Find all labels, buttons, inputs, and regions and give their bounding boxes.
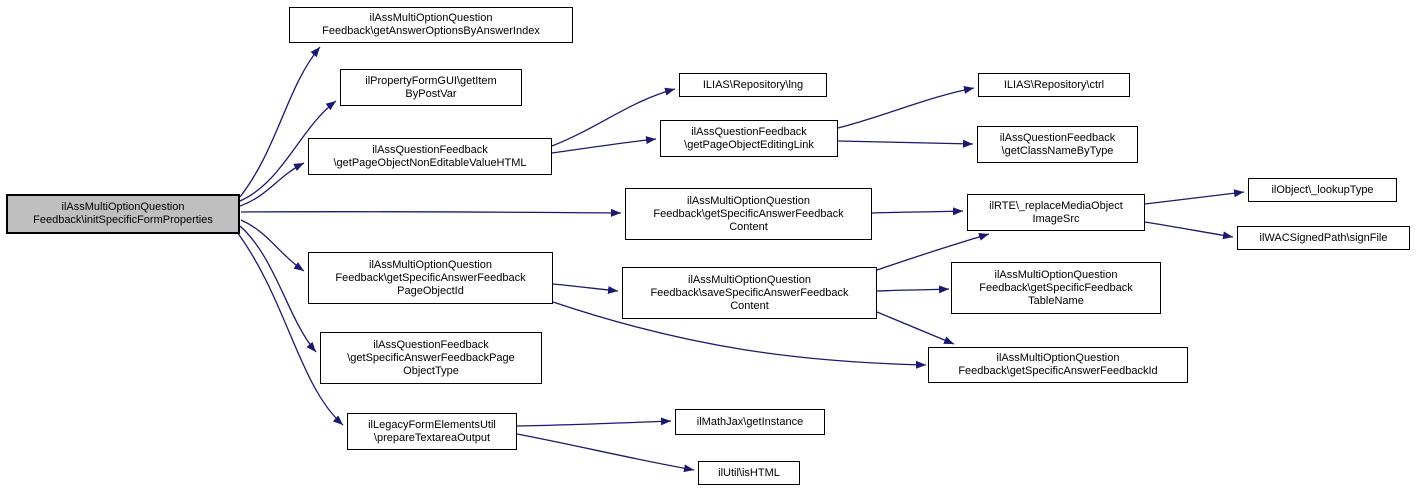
node-label-line: Feedback\getSpecificFeedback — [979, 281, 1133, 294]
node-label-line: ilAssMultiOptionQuestion — [369, 258, 492, 271]
node-label-line: ilUtil\isHTML — [718, 466, 780, 479]
node-label-line: \getPageObjectEditingLink — [684, 138, 814, 151]
node-get-specific-answer-feedback-page-object-type[interactable]: ilAssQuestionFeedback \getSpecificAnswer… — [320, 332, 542, 384]
edge-init-to-get-specific-answer-feedback-content — [240, 208, 622, 217]
node-get-page-object-editing-link[interactable]: ilAssQuestionFeedback \getPageObjectEdit… — [660, 120, 838, 157]
node-label-line: ILIAS\Repository\lng — [702, 78, 804, 91]
node-label-line: PageObjectId — [397, 284, 464, 297]
node-label-line: ilAssQuestionFeedback — [691, 125, 807, 138]
edge-prepare-textarea-to-is-html — [516, 433, 695, 473]
edge-replace-media-to-sign-file — [1144, 221, 1234, 240]
edge-get-content-to-replace-media-object — [871, 207, 964, 216]
node-label-line: ByPostVar — [405, 87, 457, 100]
node-label-line: ilAssMultiOptionQuestion — [996, 352, 1120, 364]
edge-save-content-to-get-feedback-id — [876, 311, 955, 345]
edge-save-content-to-table-name — [876, 285, 950, 294]
node-sign-file[interactable]: ilWACSignedPath\signFile — [1237, 226, 1410, 250]
node-get-page-object-non-editable-value-html[interactable]: ilAssQuestionFeedback \getPageObjectNonE… — [308, 138, 552, 175]
node-label-line: ILIAS\Repository\ctrl — [1003, 78, 1105, 91]
node-label-line: ObjectType — [403, 364, 459, 377]
node-get-specific-answer-feedback-page-object-id[interactable]: ilAssMultiOptionQuestion Feedback\getSpe… — [308, 252, 553, 304]
node-label-line: Feedback\initSpecificFormProperties — [33, 214, 213, 226]
edge-page-object-id-to-get-feedback-id — [552, 301, 927, 369]
node-label-line: ilAssMultiOptionQuestion — [61, 201, 185, 213]
edge-replace-media-to-lookup-type — [1144, 189, 1245, 205]
node-get-specific-answer-feedback-content[interactable]: ilAssMultiOptionQuestion Feedback\getSpe… — [625, 188, 872, 240]
node-label-line: ilAssQuestionFeedback — [999, 131, 1116, 144]
node-label-line: \getSpecificAnswerFeedbackPage — [347, 351, 515, 364]
node-get-class-name-by-type[interactable]: ilAssQuestionFeedback \getClassNameByTyp… — [977, 126, 1138, 163]
node-is-html[interactable]: ilUtil\isHTML — [698, 461, 800, 485]
edge-editing-link-to-ctrl — [837, 85, 975, 129]
node-label-line: ilLegacyFormElementsUtil — [368, 418, 496, 431]
node-label-line: Feedback\getSpecificAnswerFeedback — [335, 271, 526, 284]
edge-init-to-get-item-by-post-var — [239, 100, 337, 202]
edge-init-to-get-specific-answer-feedback-page-object-type — [239, 225, 317, 353]
edge-init-to-prepare-textarea-output — [236, 231, 344, 426]
edge-prepare-textarea-to-mathjax — [516, 417, 672, 427]
node-label-line: \getPageObjectNonEditableValueHTML — [333, 156, 527, 169]
node-label-line: ilAssMultiOptionQuestion — [688, 273, 811, 286]
node-prepare-textarea-output[interactable]: ilLegacyFormElementsUtil \prepareTextare… — [347, 413, 517, 450]
node-label-line: ilAssMultiOptionQuestion — [369, 12, 493, 24]
node-label-line: ImageSrc — [1032, 212, 1080, 225]
node-label-line: Feedback\getSpecificAnswerFeedbackId — [958, 365, 1158, 377]
node-label-line: ilAssQuestionFeedback — [372, 143, 488, 156]
node-label-line: Feedback\saveSpecificAnswerFeedback — [650, 286, 849, 299]
edge-page-object-id-to-save-content — [552, 283, 619, 294]
edge-non-editable-to-editing-link — [551, 136, 657, 154]
node-ilias-repository-ctrl[interactable]: ILIAS\Repository\ctrl — [978, 73, 1130, 97]
node-get-specific-feedback-table-name[interactable]: ilAssMultiOptionQuestion Feedback\getSpe… — [951, 262, 1161, 314]
node-label-line: TableName — [1028, 294, 1084, 307]
edge-editing-link-to-get-class-name — [837, 139, 974, 148]
node-label-line: \prepareTextareaOutput — [373, 431, 491, 444]
node-label-line: \getClassNameByType — [1001, 144, 1114, 157]
node-ilias-repository-lng[interactable]: ILIAS\Repository\lng — [679, 73, 827, 97]
node-label-line: ilAssQuestionFeedback — [373, 338, 489, 351]
node-replace-media-object-image-src[interactable]: ilRTE\_replaceMediaObject ImageSrc — [967, 194, 1145, 231]
edge-init-to-get-page-object-non-editable — [239, 162, 305, 207]
node-get-item-by-post-var[interactable]: ilPropertyFormGUI\getItem ByPostVar — [340, 69, 522, 106]
edge-init-to-get-answer-options — [239, 46, 321, 198]
node-label-line: ilPropertyFormGUI\getItem — [365, 74, 497, 87]
node-label-line: ilWACSignedPath\signFile — [1259, 231, 1388, 244]
node-init-specific-form-properties: ilAssMultiOptionQuestion Feedback\initSp… — [6, 194, 240, 234]
node-label-line: ilRTE\_replaceMediaObject — [989, 199, 1123, 212]
node-get-answer-options-by-answer-index[interactable]: ilAssMultiOptionQuestion Feedback\getAns… — [289, 7, 573, 43]
edge-init-to-get-specific-answer-feedback-page-object-id — [240, 219, 305, 272]
node-label-line: ilMathJax\getInstance — [696, 415, 804, 428]
node-get-specific-answer-feedback-id[interactable]: ilAssMultiOptionQuestion Feedback\getSpe… — [928, 347, 1188, 383]
node-label-line: Content — [730, 299, 769, 312]
edge-non-editable-to-lng — [551, 87, 676, 147]
node-label-line: ilAssMultiOptionQuestion — [994, 268, 1118, 281]
node-label-line: Feedback\getSpecificAnswerFeedback — [653, 207, 844, 220]
node-label-line: Content — [729, 220, 768, 233]
node-label-line: ilObject\_lookupType — [1271, 183, 1374, 196]
node-label-line: ilAssMultiOptionQuestion — [687, 194, 810, 207]
edge-save-content-to-replace-media-object — [876, 233, 990, 271]
node-save-specific-answer-feedback-content[interactable]: ilAssMultiOptionQuestion Feedback\saveSp… — [622, 267, 877, 319]
node-mathjax-get-instance[interactable]: ilMathJax\getInstance — [675, 409, 825, 435]
node-label-line: Feedback\getAnswerOptionsByAnswerIndex — [322, 25, 540, 37]
node-lookup-type[interactable]: ilObject\_lookupType — [1248, 178, 1397, 202]
